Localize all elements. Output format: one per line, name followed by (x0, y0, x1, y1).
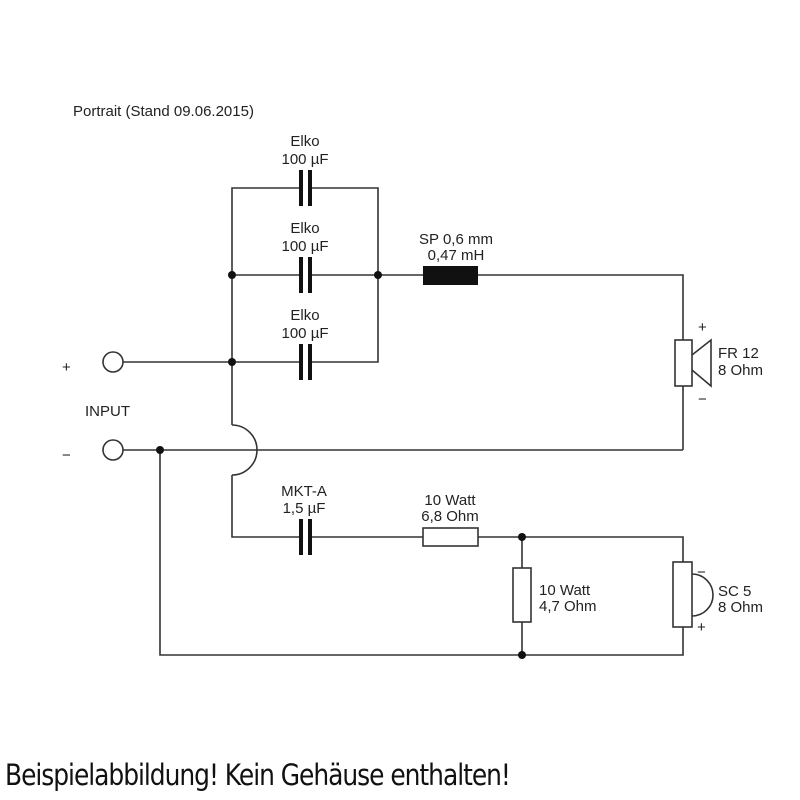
tweeter-speaker: − + SC 5 8 Ohm (672, 561, 763, 636)
svg-text:+: + (697, 619, 706, 636)
svg-text:SC 5: SC 5 (718, 583, 751, 600)
resistor-shunt: 10 Watt 4,7 Ohm (512, 567, 597, 623)
svg-text:SP 0,6 mm: SP 0,6 mm (419, 231, 493, 248)
input-plus: + (62, 359, 71, 376)
input-minus: − (62, 447, 71, 464)
svg-text:8 Ohm: 8 Ohm (718, 599, 763, 616)
svg-text:10 Watt: 10 Watt (424, 492, 476, 509)
resistor-series: 10 Watt 6,8 Ohm (421, 492, 479, 547)
svg-text:+: + (698, 319, 707, 336)
svg-text:FR 12: FR 12 (718, 345, 759, 362)
svg-text:0,47 mH: 0,47 mH (428, 247, 485, 264)
wires (123, 187, 684, 656)
capacitor-mkt: MKT-A 1,5 µF (281, 483, 327, 555)
junctions (156, 271, 526, 659)
svg-text:100 µF: 100 µF (282, 151, 329, 168)
terminal-minus (102, 439, 124, 461)
svg-text:Elko: Elko (290, 133, 319, 150)
capacitor-elko-3: Elko 100 µF (282, 307, 329, 380)
input-terminals: + INPUT − (62, 351, 130, 464)
svg-text:Elko: Elko (290, 307, 319, 324)
woofer-speaker: + − FR 12 8 Ohm (674, 319, 763, 408)
svg-text:1,5 µF: 1,5 µF (283, 500, 326, 517)
disclaimer-text: Beispielabbildung! Kein Gehäuse enthalte… (5, 758, 511, 792)
svg-text:Elko: Elko (290, 220, 319, 237)
svg-text:−: − (698, 391, 707, 408)
svg-text:10 Watt: 10 Watt (539, 582, 591, 599)
inductor: SP 0,6 mm 0,47 mH (419, 231, 493, 285)
capacitor-elko-1: Elko 100 µF (282, 133, 329, 206)
svg-text:MKT-A: MKT-A (281, 483, 327, 500)
capacitor-elko-2: Elko 100 µF (282, 220, 329, 293)
svg-text:−: − (697, 564, 706, 581)
svg-text:4,7 Ohm: 4,7 Ohm (539, 598, 597, 615)
svg-text:100 µF: 100 µF (282, 238, 329, 255)
svg-text:8 Ohm: 8 Ohm (718, 362, 763, 379)
input-label: INPUT (85, 403, 130, 420)
svg-text:100 µF: 100 µF (282, 325, 329, 342)
terminal-plus (102, 351, 124, 373)
schematic-title: Portrait (Stand 09.06.2015) (73, 103, 254, 120)
svg-text:6,8 Ohm: 6,8 Ohm (421, 508, 479, 525)
